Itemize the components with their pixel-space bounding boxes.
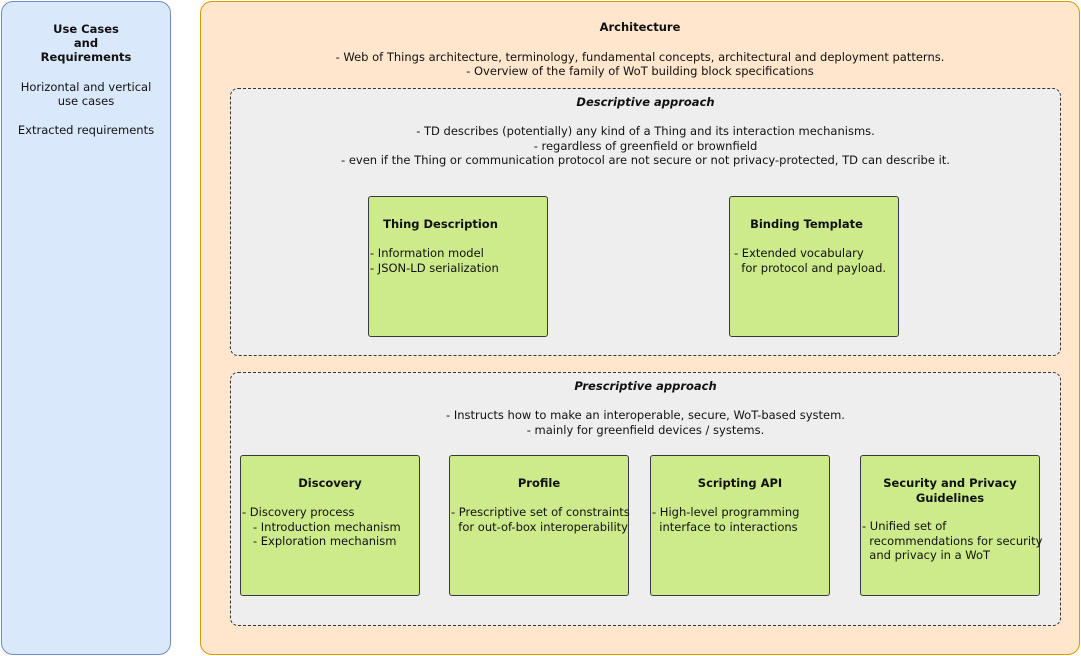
block-line: - Extended vocabulary [734,246,864,260]
use-cases-item: Extracted requirements [17,123,155,137]
profile-block: Profile - Prescriptive set of constraint… [449,455,630,596]
architecture-title: Architecture [599,20,681,34]
block-line: - Introduction mechanism [242,520,401,534]
architecture-desc-line: - Overview of the family of WoT building… [466,64,814,78]
block-title: Scripting API [697,476,783,490]
use-cases-title-line: Use Cases [53,22,119,36]
block-line: - JSON-LD serialization [370,261,499,275]
discovery-block: Discovery - Discovery process - Introduc… [240,455,420,596]
prescriptive-desc-line: - mainly for greenfield devices / system… [526,422,765,437]
use-cases-panel: Use Cases and Requirements Horizontal an… [1,1,171,655]
block-title: Binding Template [750,217,863,231]
descriptive-approach-title: Descriptive approach [576,95,715,109]
prescriptive-approach-title: Prescriptive approach [574,379,717,393]
descriptive-desc-line: - even if the Thing or communication pro… [341,153,950,167]
block-line: - Prescriptive set of constraints [451,505,630,519]
architecture-desc-line: - Web of Things architecture, terminolog… [335,50,945,64]
descriptive-desc-line: - TD describes (potentially) any kind of… [416,124,875,138]
use-cases-item: Horizontal and vertical [20,80,152,94]
block-line: interface to interactions [652,520,798,534]
block-line: - Discovery process [242,505,355,519]
use-cases-title-line: Requirements [40,50,132,64]
block-line: - Unified set of [862,519,947,533]
scripting-api-block: Scripting API - High-level programming i… [650,455,830,596]
block-line: for protocol and payload. [734,261,887,275]
use-cases-title-line: and [73,36,99,50]
thing-description-block: Thing Description - Information model - … [368,196,548,337]
block-line: - Exploration mechanism [242,534,397,548]
block-line: and privacy in a WoT [862,548,991,562]
prescriptive-approach-description: - Instructs how to make an interoperable… [230,408,1061,437]
descriptive-desc-line: - regardless of greenfield or brownfield [533,138,758,153]
architecture-description: - Web of Things architecture, terminolog… [200,50,1080,78]
block-title: Profile [517,476,561,490]
block-title: Security and Privacy Guidelines [883,476,1017,505]
block-title: Discovery [298,476,362,490]
block-title: Thing Description [383,217,498,231]
block-line: recommendations for security [862,534,1043,548]
block-line: - Information model [370,246,484,260]
use-cases-title: Use Cases and Requirements [2,22,170,64]
descriptive-approach-description: - TD describes (potentially) any kind of… [230,124,1061,168]
security-privacy-guidelines-block: Security and Privacy Guidelines - Unifie… [860,455,1043,596]
binding-template-block: Binding Template - Extended vocabulary f… [729,196,899,337]
block-line: - High-level programming [652,505,800,519]
prescriptive-desc-line: - Instructs how to make an interoperable… [446,408,845,422]
block-line: for out-of-box interoperability [451,520,628,534]
use-cases-item: use cases [57,94,115,108]
